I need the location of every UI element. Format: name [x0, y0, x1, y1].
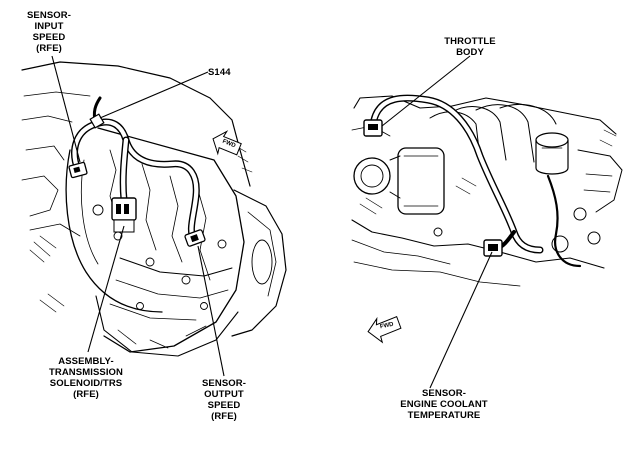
transmission-wiring-harness: [71, 96, 200, 244]
throttle-body-connector: [363, 119, 383, 137]
label-assembly-transmission-solenoid: ASSEMBLY- TRANSMISSION SOLENOID/TRS (RFE…: [48, 356, 124, 400]
right-leader-lines: [381, 55, 493, 389]
output-speed-sensor-connector: [184, 229, 206, 247]
label-throttle-body: THROTTLE BODY: [444, 36, 496, 58]
transmission-solenoid-connector: [111, 197, 137, 233]
label-s144: S144: [208, 67, 231, 78]
left-leader-lines: [51, 55, 225, 377]
coolant-temperature-sensor-connector: [483, 239, 503, 257]
label-sensor-engine-coolant-temperature: SENSOR- ENGINE COOLANT TEMPERATURE: [400, 388, 488, 421]
input-speed-sensor-connector: [68, 161, 88, 179]
forward-direction-arrow-right: [367, 315, 402, 344]
label-sensor-input-speed: SENSOR- INPUT SPEED (RFE): [27, 10, 71, 54]
engine-illustration: [351, 95, 623, 287]
label-sensor-output-speed: SENSOR- OUTPUT SPEED (RFE): [202, 378, 246, 422]
forward-direction-arrow: [212, 130, 242, 156]
